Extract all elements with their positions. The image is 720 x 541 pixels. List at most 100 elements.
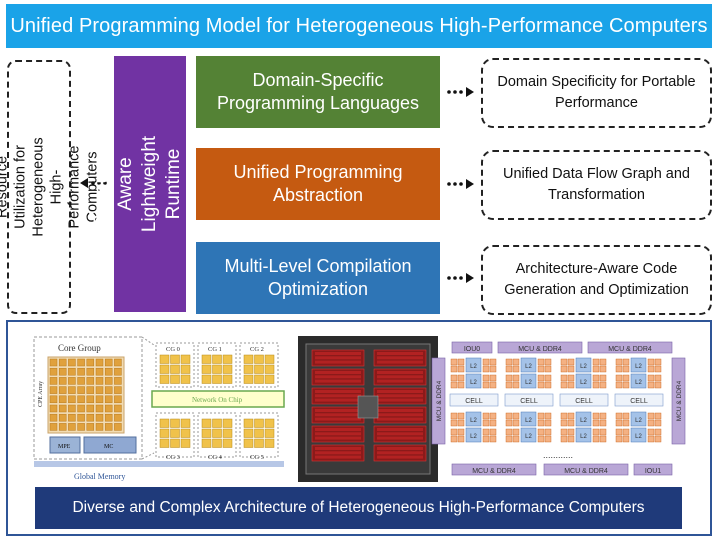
l2-block — [630, 427, 647, 443]
die-center — [357, 395, 379, 419]
cell-label: CELL — [465, 398, 483, 405]
l2-block — [465, 357, 482, 373]
core-c — [647, 381, 655, 389]
core-c — [599, 381, 607, 389]
core-c — [505, 435, 513, 443]
core-c — [450, 365, 458, 373]
die-unit — [377, 398, 423, 402]
cpe-cell — [68, 358, 76, 367]
core-c — [592, 419, 600, 427]
cpe-cell — [95, 395, 104, 404]
cg-core — [180, 418, 191, 428]
cg-core — [170, 428, 180, 438]
cg-core — [264, 428, 275, 438]
l2-block — [465, 427, 482, 443]
dsl-layer: Domain-Specific Programming Languages — [196, 56, 440, 128]
core-c — [615, 358, 623, 366]
core-c — [489, 428, 497, 436]
cg-box — [155, 412, 195, 458]
core-c — [505, 419, 513, 427]
core-c — [482, 374, 490, 382]
l2-block — [630, 411, 647, 427]
cpe-cell — [77, 423, 85, 431]
l2-block — [465, 411, 482, 427]
cg-core — [159, 374, 170, 384]
gpu-die-diagram — [298, 336, 438, 482]
core-c — [482, 365, 490, 373]
outcome-data-flow-graph: Unified Data Flow Graph and Transformati… — [481, 150, 712, 220]
core-c — [482, 381, 490, 389]
die-unit — [315, 394, 361, 398]
runtime-scheduler-text: Resource-Aware Lightweight Runtime Sched… — [91, 135, 208, 233]
mcu-block — [451, 463, 537, 476]
core-c — [615, 374, 623, 382]
cg-core — [159, 354, 170, 364]
core-c — [482, 358, 490, 366]
core-c — [654, 419, 662, 427]
die-unit — [315, 398, 361, 402]
core-c — [615, 365, 623, 373]
core-c — [505, 381, 513, 389]
die-unit — [315, 413, 361, 417]
die-unit — [377, 390, 423, 393]
die-unit — [315, 451, 361, 455]
cpe-cell — [114, 404, 122, 413]
l2-label: L2 — [525, 434, 532, 440]
core-c — [450, 381, 458, 389]
cg-core — [222, 428, 233, 438]
l2-block — [575, 357, 592, 373]
cg-core — [222, 438, 233, 448]
core-c — [615, 428, 623, 436]
cg-core — [264, 374, 275, 384]
cg-core — [180, 374, 191, 384]
core-c — [567, 419, 575, 427]
architecture-panel — [6, 320, 712, 536]
mcu-label: MCU & DDR4 — [518, 346, 562, 353]
core-c — [654, 374, 662, 382]
core-c — [622, 412, 630, 420]
cpe-cell — [49, 386, 58, 394]
core-c — [599, 435, 607, 443]
core-c — [537, 412, 545, 420]
core-c — [615, 412, 623, 420]
l2-label: L2 — [580, 380, 587, 386]
cpe-cell — [49, 413, 58, 422]
cpe-cell — [49, 367, 58, 376]
die-unit — [377, 394, 423, 398]
cg-core — [170, 364, 180, 374]
core-c — [654, 365, 662, 373]
core-c — [592, 381, 600, 389]
core-c — [647, 358, 655, 366]
cg-label: CG 0 — [166, 346, 180, 353]
core-c — [457, 358, 465, 366]
core-c — [482, 428, 490, 436]
cpe-cell — [58, 413, 67, 422]
cg-core — [159, 364, 170, 374]
cg-core — [222, 418, 233, 428]
core-c — [537, 358, 545, 366]
cpe-cell — [58, 358, 67, 367]
core-c — [560, 435, 568, 443]
cg-core — [212, 354, 222, 364]
die-unit — [377, 360, 423, 364]
core-c — [489, 374, 497, 382]
mpe-label: MPE — [58, 444, 71, 450]
cg-core — [222, 374, 233, 384]
cg-core — [201, 354, 212, 364]
cpe-cell — [104, 377, 113, 385]
cg-core — [264, 438, 275, 448]
mcu-block — [497, 341, 583, 354]
core-c — [622, 358, 630, 366]
cpe-cell — [104, 413, 113, 422]
core-c — [560, 381, 568, 389]
cpe-cell — [58, 423, 67, 431]
iou0-block — [451, 341, 493, 354]
cg-core — [212, 364, 222, 374]
cpe-cell — [58, 386, 67, 394]
cg-core — [254, 374, 264, 384]
mcu-label: MCU & DDR4 — [608, 346, 652, 353]
core-c — [654, 435, 662, 443]
die-unit — [377, 413, 423, 417]
die-blocks — [311, 349, 427, 462]
